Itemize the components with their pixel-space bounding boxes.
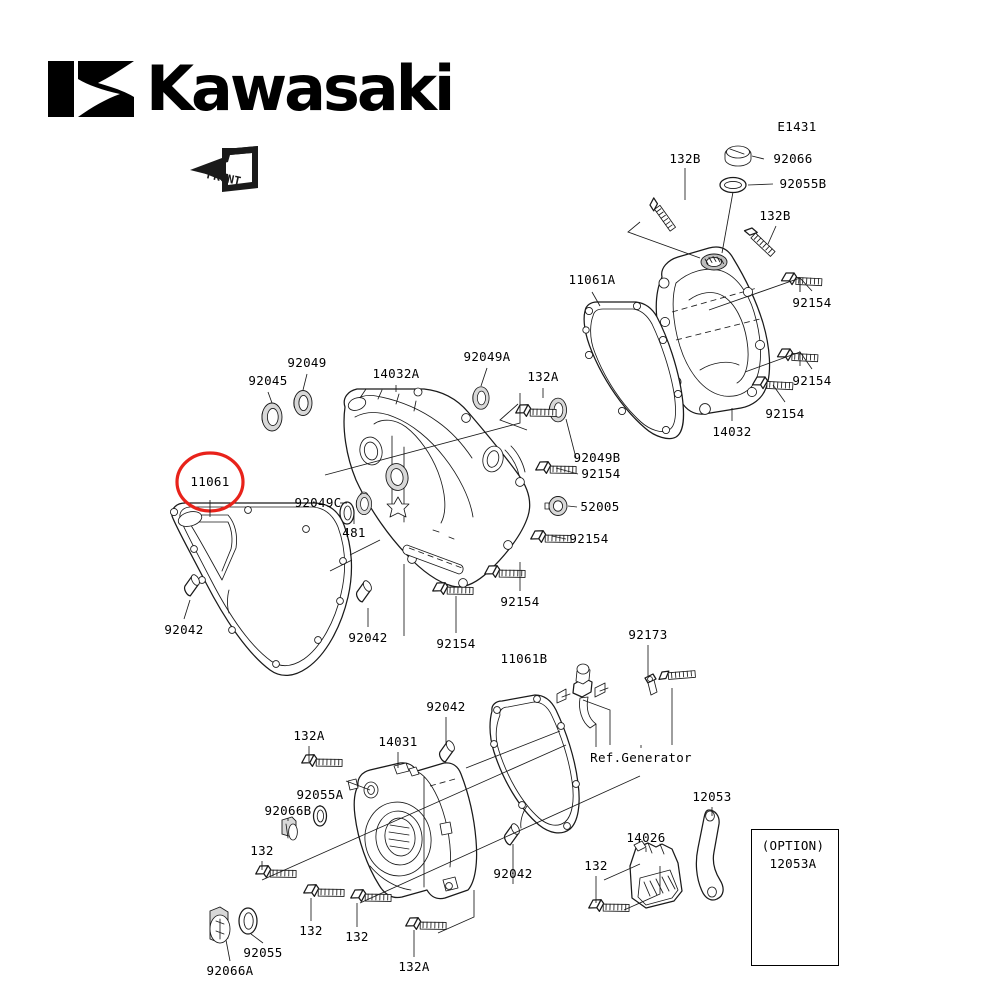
callout-92066: 92066 bbox=[773, 150, 813, 166]
callout-132a: 132A bbox=[398, 958, 430, 974]
part-92055A-o-ring bbox=[312, 805, 328, 827]
callout-11061b: 11061B bbox=[500, 650, 548, 666]
callout-92154: 92154 bbox=[765, 405, 805, 421]
part-92055B-o-ring bbox=[719, 176, 747, 194]
part-92154-bolt-tr2 bbox=[776, 337, 822, 377]
callout-92055: 92055 bbox=[243, 944, 283, 960]
callout-92154: 92154 bbox=[569, 530, 609, 546]
leader-lines-assembly-mid bbox=[329, 539, 381, 572]
callout-ref-generator: Ref.Generator bbox=[590, 749, 692, 765]
part-92154-bolt-tr1 bbox=[780, 261, 826, 301]
callout-132: 132 bbox=[299, 922, 323, 938]
callout-132a: 132A bbox=[527, 368, 559, 384]
part-92042-dowel-3 bbox=[434, 738, 460, 764]
callout-92154: 92154 bbox=[436, 635, 476, 651]
callout-52005: 52005 bbox=[580, 498, 620, 514]
callout-14031: 14031 bbox=[378, 733, 418, 749]
callout-132: 132 bbox=[345, 928, 369, 944]
kawasaki-logo: Kawasaki bbox=[48, 52, 455, 125]
part-92045-bearing bbox=[261, 402, 283, 432]
callout-92049b: 92049B bbox=[573, 449, 621, 465]
part-52005-oil-gauge bbox=[544, 496, 568, 516]
option-box bbox=[751, 829, 839, 966]
callout-92055a: 92055A bbox=[296, 786, 344, 802]
leader-lines-center bbox=[183, 367, 579, 636]
part-11061B-gasket bbox=[489, 694, 580, 834]
front-direction-icon: FRONT bbox=[190, 146, 258, 192]
callout-92154: 92154 bbox=[500, 593, 540, 609]
callout-92042: 92042 bbox=[493, 865, 533, 881]
part-92066A-plug bbox=[209, 906, 231, 944]
part-92049A-oil-seal bbox=[472, 386, 490, 410]
callout-132a: 132A bbox=[293, 727, 325, 743]
part-92042-dowel-2 bbox=[351, 578, 377, 604]
ref-generator-assembly bbox=[556, 663, 609, 729]
part-132B-bolt-2 bbox=[743, 222, 777, 263]
callout-92066a: 92066A bbox=[206, 962, 254, 978]
callout-132: 132 bbox=[584, 857, 608, 873]
callout-92045: 92045 bbox=[248, 372, 288, 388]
leader-lines-top-right bbox=[627, 155, 813, 421]
leader-ref-generator bbox=[582, 645, 673, 748]
callout--option-: (OPTION) bbox=[761, 837, 825, 853]
part-132-bolt-b2 bbox=[303, 872, 348, 912]
callout-92042: 92042 bbox=[348, 629, 388, 645]
callout-92049: 92049 bbox=[287, 354, 327, 370]
callout-12053: 12053 bbox=[692, 788, 732, 804]
part-132-bolt-b4 bbox=[588, 887, 633, 927]
part-92154-bolt-c2 bbox=[530, 518, 575, 558]
callout-14032a: 14032A bbox=[372, 365, 420, 381]
part-14031-generator-cover bbox=[347, 762, 478, 900]
callout-92042: 92042 bbox=[426, 698, 466, 714]
brand-name: Kawasaki bbox=[146, 52, 455, 125]
callout-92173: 92173 bbox=[628, 626, 668, 642]
callout-132: 132 bbox=[250, 842, 274, 858]
callout-11061a: 11061A bbox=[568, 271, 616, 287]
leader-11061A bbox=[591, 291, 601, 307]
part-11061-gasket bbox=[169, 502, 353, 676]
part-14026-chain-cover bbox=[629, 840, 683, 909]
callout-132b: 132B bbox=[669, 150, 701, 166]
callout-92055b: 92055B bbox=[779, 175, 827, 191]
callout-92066b: 92066B bbox=[264, 802, 312, 818]
part-132A-bolt-b2 bbox=[405, 905, 450, 945]
callout-e1431: E1431 bbox=[777, 118, 817, 134]
callout-92154: 92154 bbox=[792, 372, 832, 388]
callout-14026: 14026 bbox=[626, 829, 666, 845]
part-92055-o-ring bbox=[238, 907, 258, 935]
callout-92154: 92154 bbox=[792, 294, 832, 310]
part-92173-clamp bbox=[644, 673, 658, 696]
callout-11061: 11061 bbox=[190, 473, 230, 489]
part-92049-oil-seal bbox=[293, 390, 313, 416]
part-92049C-oil-seal bbox=[355, 492, 373, 516]
callout-132b: 132B bbox=[759, 207, 791, 223]
callout-92154: 92154 bbox=[581, 465, 621, 481]
part-92173-bolt bbox=[658, 658, 699, 693]
callout-481: 481 bbox=[342, 524, 366, 540]
part-14032A-engine-cover bbox=[343, 387, 531, 588]
part-92154-bolt-c1 bbox=[535, 449, 580, 489]
part-92066-plug bbox=[724, 145, 752, 167]
callout-92049a: 92049A bbox=[463, 348, 511, 364]
part-132A-bolt-b1 bbox=[301, 742, 346, 782]
leader-lines-bottom bbox=[225, 717, 713, 962]
callout-92042: 92042 bbox=[164, 621, 204, 637]
part-132A-bolt-c bbox=[515, 392, 560, 432]
kawasaki-river-mark-icon bbox=[48, 61, 134, 117]
part-11061A-gasket bbox=[582, 301, 685, 440]
part-92066B-plug bbox=[281, 816, 298, 841]
part-481-circlip bbox=[339, 501, 355, 525]
part-12053-chain-guide bbox=[695, 809, 724, 901]
part-132B-bolt-1 bbox=[642, 197, 684, 234]
callout-14032: 14032 bbox=[712, 423, 752, 439]
callout-12053a: 12053A bbox=[769, 855, 817, 871]
callout-92049c: 92049C bbox=[294, 494, 342, 510]
